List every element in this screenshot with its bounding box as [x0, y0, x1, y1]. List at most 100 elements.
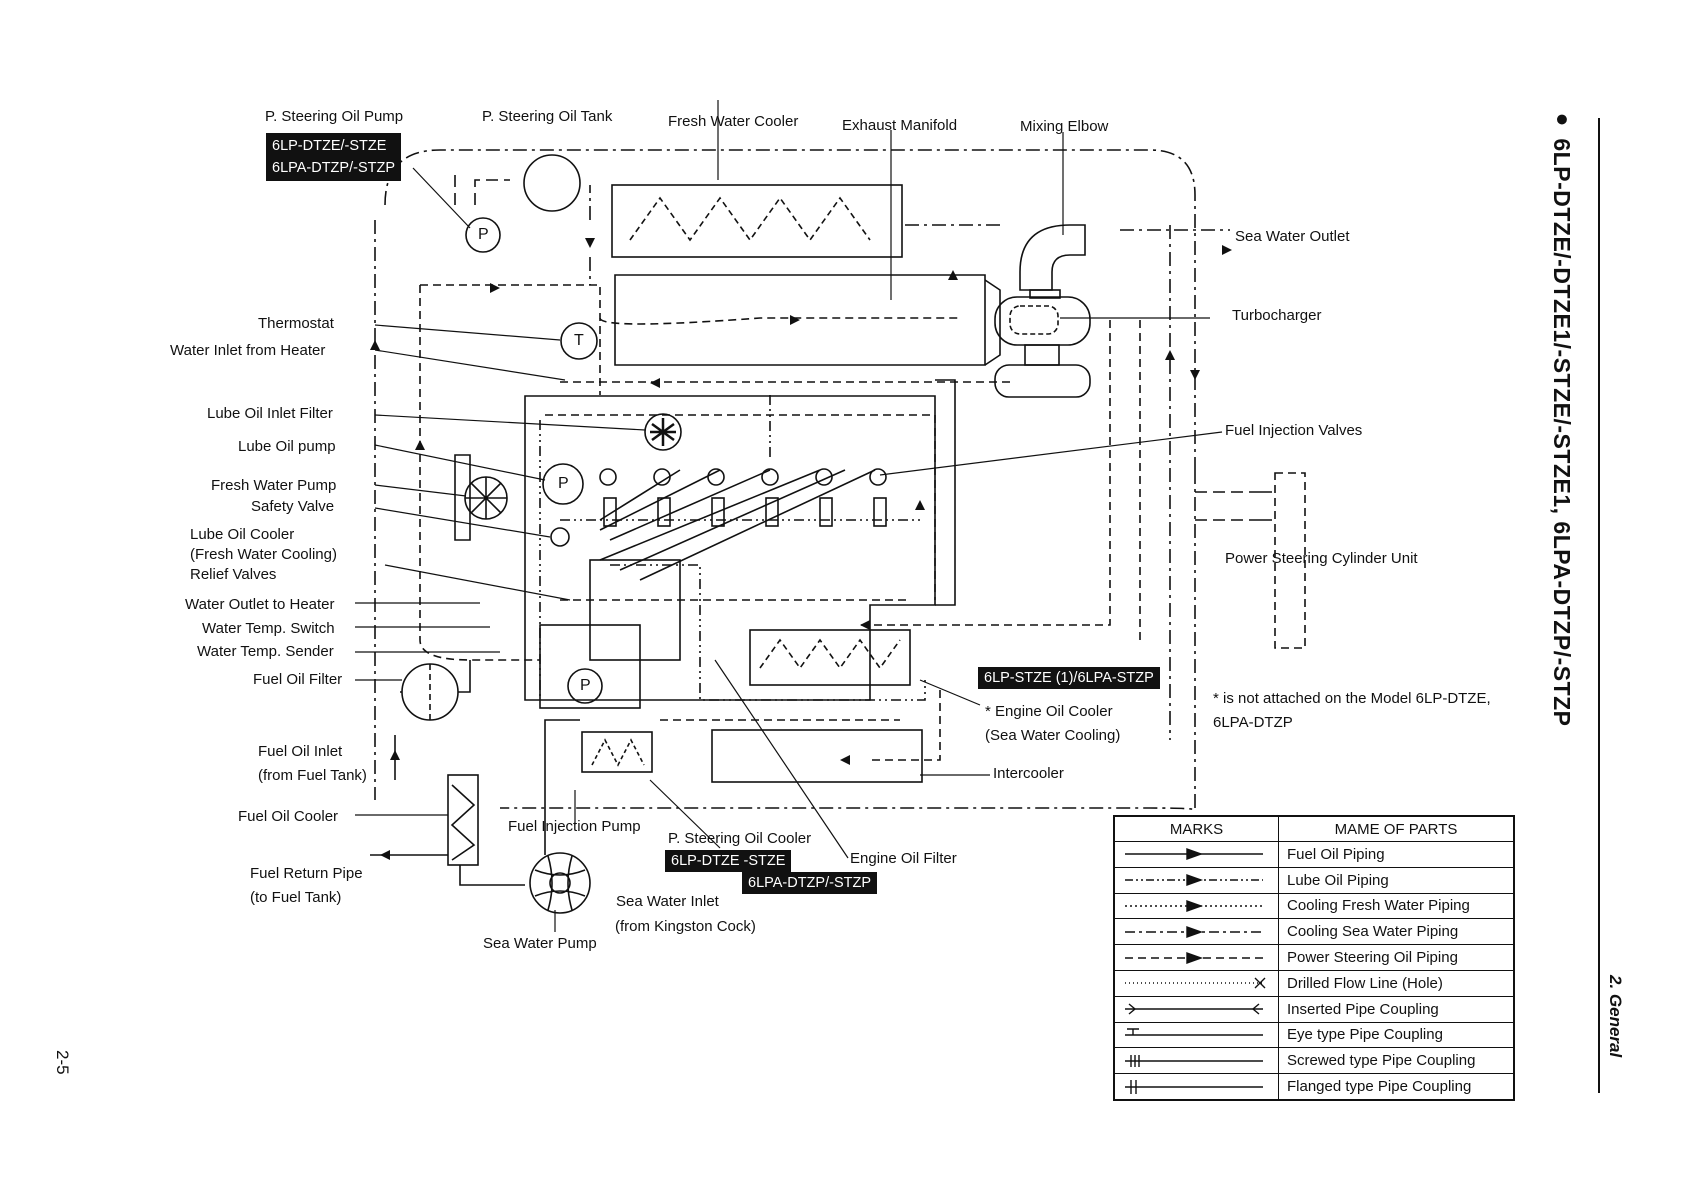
fuel-injection-valves-symbol: [599, 468, 887, 527]
label-fuel-oil-inlet: Fuel Oil Inlet (from Fuel Tank): [258, 743, 367, 784]
label-lube-oil-inlet-filter: Lube Oil Inlet Filter: [207, 405, 333, 422]
lube-oil-piping: [539, 395, 926, 701]
fuel-injection-valve: [599, 468, 617, 486]
page-number: 2-5: [53, 1050, 72, 1075]
legend-part-name: Drilled Flow Line (Hole): [1278, 969, 1515, 997]
legend-row: Flanged type Pipe Coupling: [1113, 1073, 1515, 1101]
label-intercooler: Intercooler: [993, 765, 1064, 782]
fuel-injection-valve: [815, 468, 833, 486]
label-power-steering-cylinder-unit: Power Steering Cylinder Unit: [1225, 550, 1418, 567]
label-safety-valve: Safety Valve: [251, 498, 335, 515]
legend-row: Lube Oil Piping: [1113, 866, 1515, 894]
label-fuel-injection-valves: Fuel Injection Valves: [1225, 422, 1363, 439]
legend-row: Cooling Fresh Water Piping: [1113, 892, 1515, 920]
sea-water-pump-symbol: [529, 852, 591, 914]
label-lube-oil-cooler: Lube Oil Cooler (Fresh Water Cooling) Re…: [190, 526, 337, 583]
legend-line-sample: [1125, 1003, 1263, 1015]
legend-mark: [1113, 1047, 1279, 1075]
fresh-water-cooler-body: [611, 184, 903, 258]
legend-mark: [1113, 841, 1279, 868]
label-engine-oil-cooler: * Engine Oil Cooler (Sea Water Cooling): [985, 703, 1121, 744]
legend-part-name: Cooling Fresh Water Piping: [1278, 892, 1515, 920]
legend-line-sample: [1125, 977, 1266, 989]
label-sea-water-pump: Sea Water Pump: [483, 935, 597, 952]
safety-valve-symbol: [550, 527, 570, 547]
badge-cooler-model-a: 6LP-DTZE -STZE: [665, 850, 792, 872]
legend-row: Screwed type Pipe Coupling: [1113, 1047, 1515, 1075]
fuel-injection-valve: [707, 468, 725, 486]
side-rule: [1598, 118, 1600, 1093]
p-steering-oil-pump-symbol: [465, 217, 501, 253]
label-mixing-elbow: Mixing Elbow: [1020, 118, 1109, 135]
legend-line-sample: [1125, 1054, 1263, 1067]
lube-oil-pump-symbol: [542, 463, 584, 505]
label-turbocharger: Turbocharger: [1232, 307, 1322, 324]
power-steering-cylinder-symbol: [1274, 472, 1306, 649]
intercooler-body: [711, 729, 923, 783]
cylinder-port: [657, 497, 671, 527]
p-steering-oil-cooler-body: [581, 731, 653, 773]
badge-cooler-model-b: 6LPA-DTZP/-STZP: [742, 872, 877, 894]
legend-mark: [1113, 866, 1279, 894]
legend-row: Inserted Pipe Coupling: [1113, 995, 1515, 1023]
label-water-temp-sender: Water Temp. Sender: [197, 643, 334, 660]
label-lube-oil-pump: Lube Oil pump: [238, 438, 336, 455]
mixing-elbow-body: [1019, 224, 1086, 299]
legend-row: Eye type Pipe Coupling: [1113, 1021, 1515, 1049]
legend-mark: [1113, 995, 1279, 1023]
label-water-inlet-from-heater: Water Inlet from Heater: [170, 342, 326, 359]
badge-oil-cooler-models: 6LP-STZE (1)/6LPA-STZP: [978, 667, 1160, 689]
fuel-oil-filter-symbol: [401, 663, 459, 721]
legend-row: Cooling Sea Water Piping: [1113, 918, 1515, 946]
legend-header-marks: MARKS: [1113, 815, 1279, 842]
cylinder-port: [819, 497, 833, 527]
legend-mark: [1113, 892, 1279, 920]
legend-mark: [1113, 1021, 1279, 1049]
fresh-water-piping: [419, 284, 1141, 761]
engine-block: [524, 379, 956, 709]
label-fuel-oil-cooler: Fuel Oil Cooler: [238, 808, 339, 825]
label-sea-water-inlet-source: (from Kingston Cock): [615, 918, 756, 935]
badge-pump-models: 6LP-DTZE/-STZE 6LPA-DTZP/-STZP: [266, 133, 401, 181]
label-fresh-water-cooler: Fresh Water Cooler: [668, 113, 799, 130]
leader-lines: [355, 100, 1223, 932]
flow-arrows: [370, 238, 1232, 860]
legend-line-sample: [1125, 848, 1263, 861]
legend-line-sample: [1125, 951, 1263, 964]
label-p-steering-oil-pump: P. Steering Oil Pump: [265, 108, 404, 125]
legend-part-name: Flanged type Pipe Coupling: [1278, 1073, 1515, 1101]
cylinder-port: [873, 497, 887, 527]
legend-header-parts: MAME OF PARTS: [1278, 815, 1515, 842]
legend-line-sample: [1125, 899, 1263, 912]
fuel-injection-valve: [869, 468, 887, 486]
injection-pump-letter: P: [580, 677, 591, 694]
label-fuel-oil-filter: Fuel Oil Filter: [253, 671, 343, 688]
legend-part-name: Power Steering Oil Piping: [1278, 944, 1515, 971]
legend-line-sample: [1125, 925, 1263, 938]
label-sea-water-outlet: Sea Water Outlet: [1235, 228, 1350, 245]
legend-row: Fuel Oil Piping: [1113, 841, 1515, 868]
thermostat-symbol: [560, 322, 598, 360]
legend-mark: [1113, 944, 1279, 971]
legend-part-name: Inserted Pipe Coupling: [1278, 995, 1515, 1023]
label-sea-water-inlet: Sea Water Inlet: [616, 893, 719, 910]
label-thermostat: Thermostat: [258, 315, 334, 332]
legend-part-name: Screwed type Pipe Coupling: [1278, 1047, 1515, 1075]
fuel-injection-valve: [761, 468, 779, 486]
fuel-oil-cooler-body: [447, 774, 479, 866]
legend-part-name: Fuel Oil Piping: [1278, 841, 1515, 868]
legend-mark: [1113, 918, 1279, 946]
turbocharger-body: [994, 296, 1091, 398]
section-label: 2. General: [1606, 975, 1625, 1058]
label-p-steering-oil-cooler: P. Steering Oil Cooler: [668, 830, 812, 847]
fuel-injection-pump-symbol: [567, 668, 603, 704]
p-steering-oil-tank-symbol: [523, 154, 581, 212]
label-engine-oil-filter: Engine Oil Filter: [850, 850, 957, 867]
pump-letter: P: [478, 226, 489, 243]
legend-row: Power Steering Oil Piping: [1113, 944, 1515, 971]
legend-mark: [1113, 1073, 1279, 1101]
lube-pump-letter: P: [558, 475, 569, 492]
label-fuel-injection-pump: Fuel Injection Pump: [508, 818, 641, 835]
